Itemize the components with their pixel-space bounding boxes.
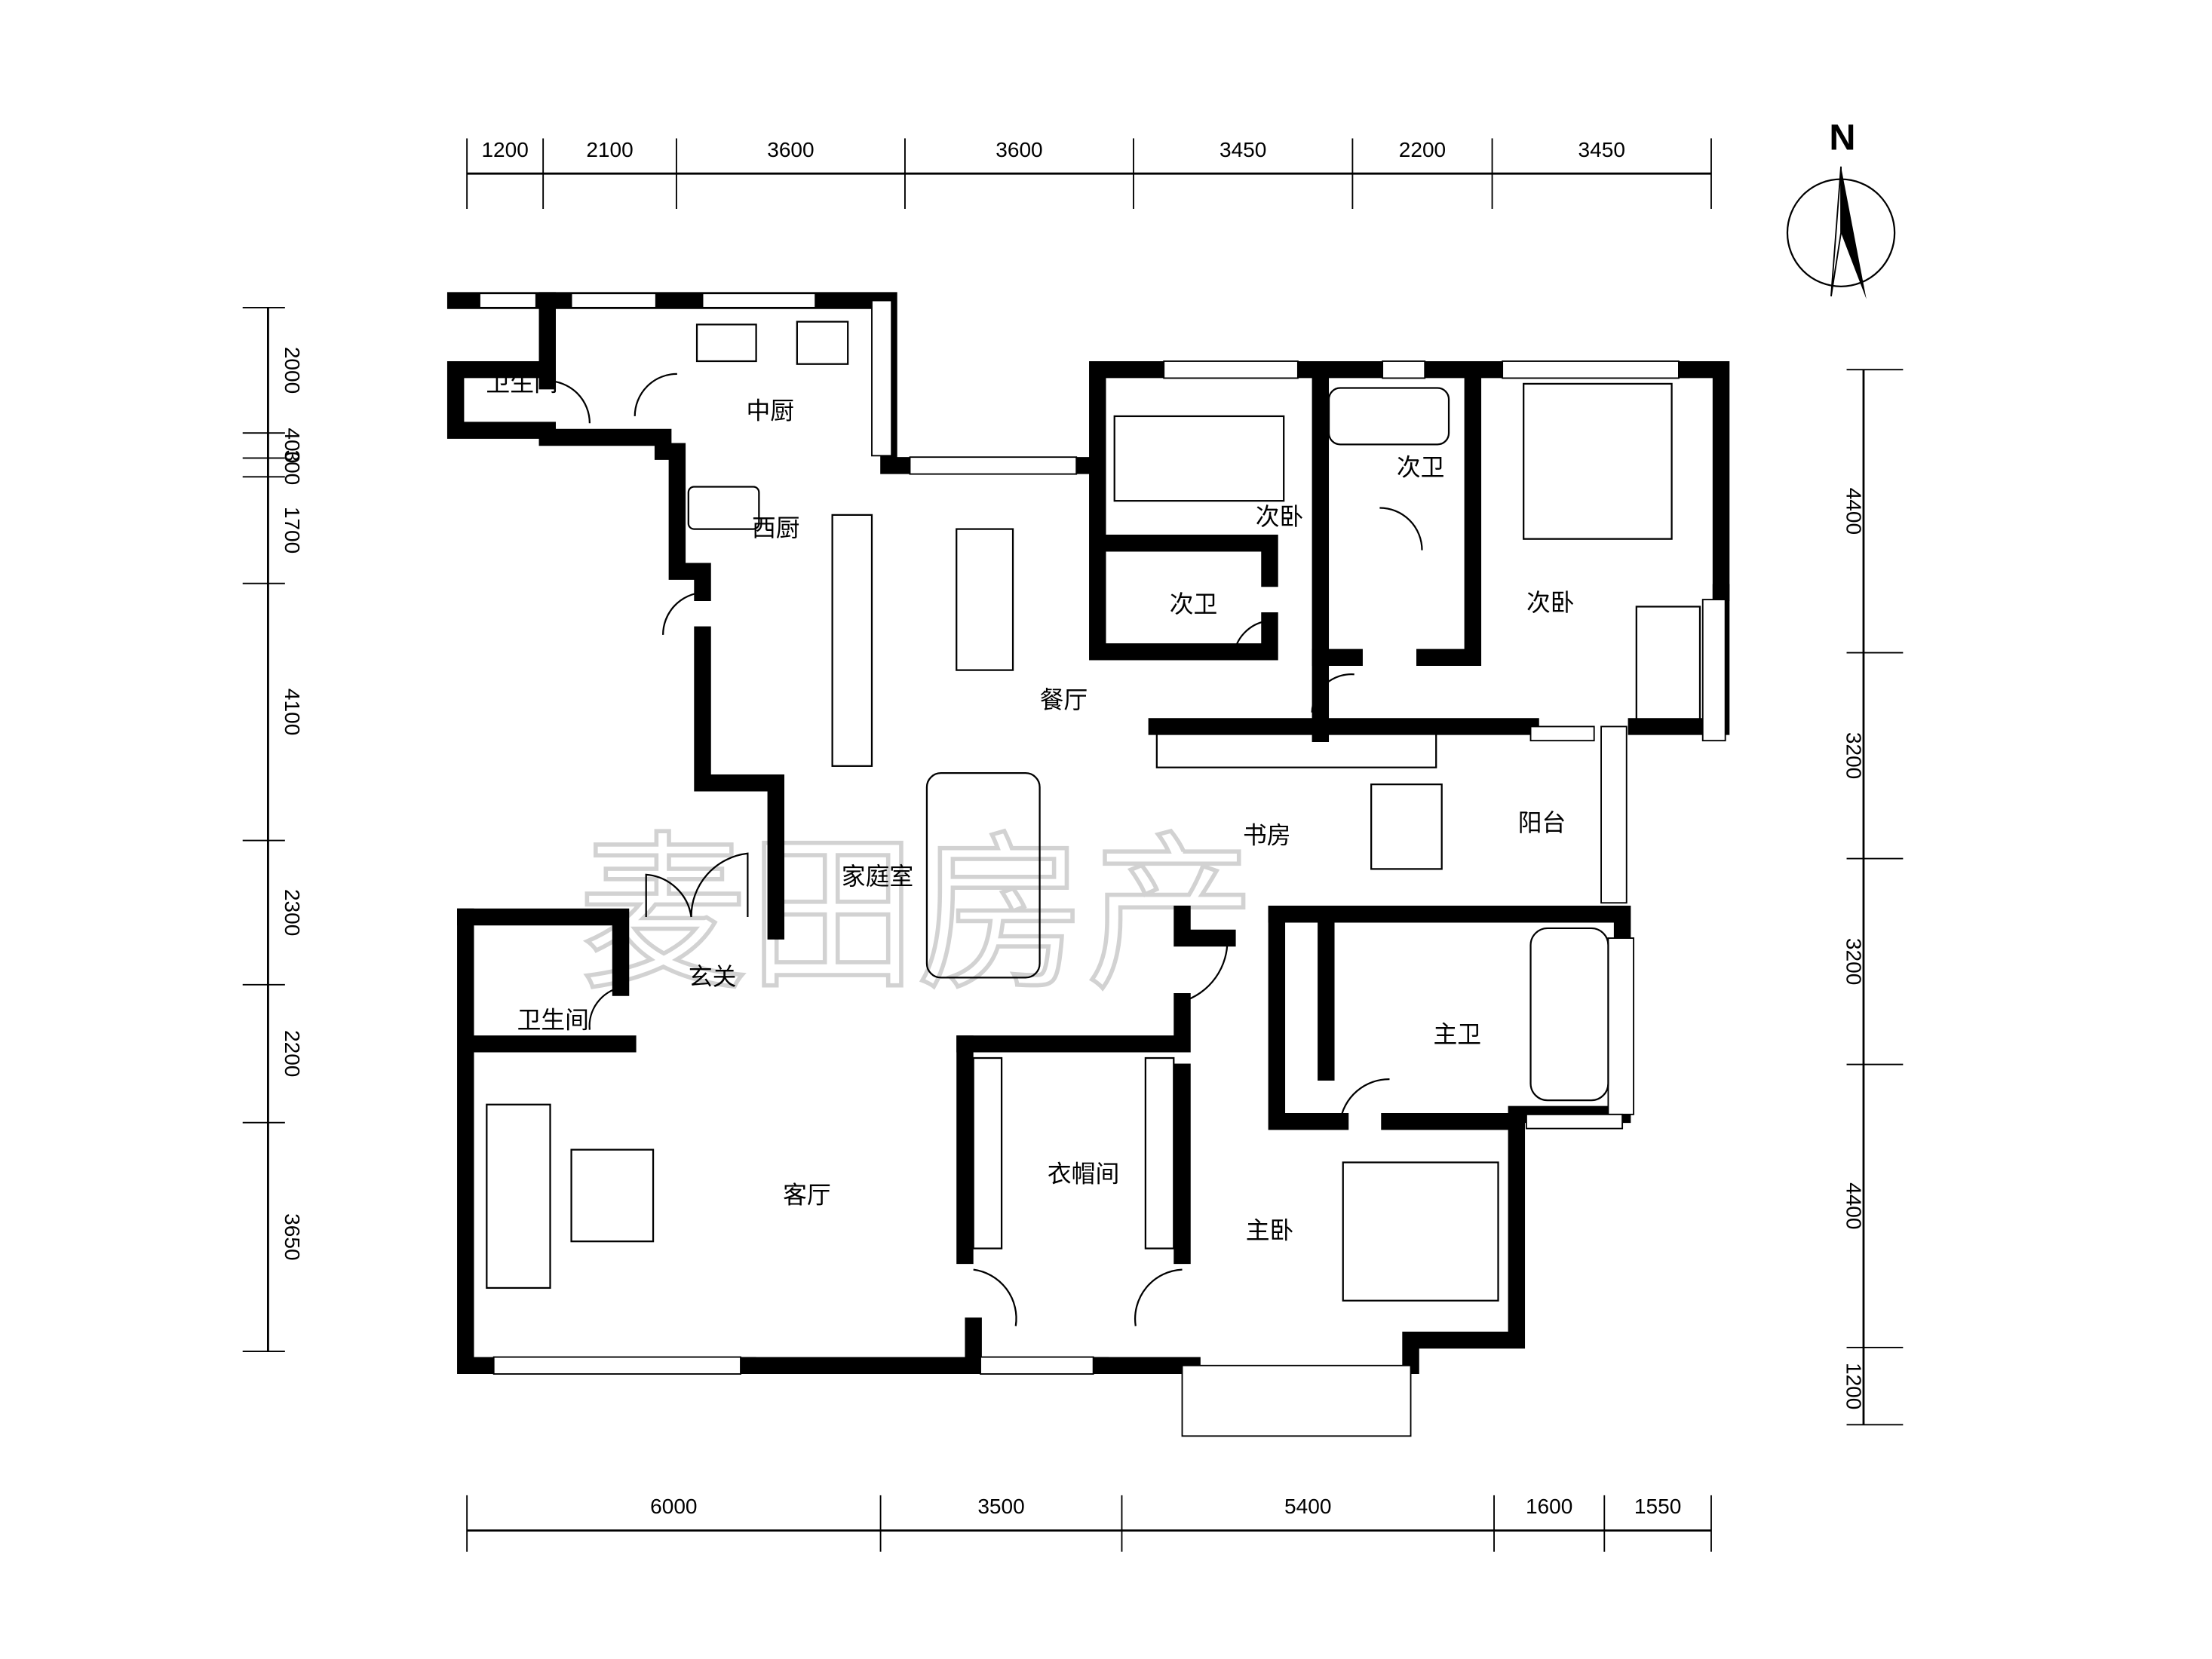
room-label-dining: 餐厅 — [1040, 686, 1088, 714]
coffee-table — [570, 1148, 655, 1243]
compass-north-label: N — [1829, 117, 1855, 158]
wardrobe — [1144, 1056, 1175, 1250]
bookshelf — [1155, 732, 1437, 768]
furniture — [486, 320, 1701, 1302]
dimension-label: 3650 — [281, 1213, 304, 1260]
dimension-label: 300 — [281, 449, 304, 485]
dimension-bottom: 6000 3500 5400 1600 1550 — [466, 1495, 1712, 1552]
room-label-western-kitchen: 西厨 — [752, 514, 800, 542]
room-label-study: 书房 — [1243, 822, 1291, 850]
dimension-label: 3600 — [996, 138, 1042, 161]
dimension-label: 6000 — [650, 1495, 697, 1518]
room-label-cloakroom: 衣帽间 — [1048, 1161, 1119, 1188]
dimension-label: 2200 — [1399, 138, 1446, 161]
sofa — [486, 1103, 551, 1289]
windows — [479, 293, 1726, 1437]
dimension-label: 4400 — [1842, 1182, 1866, 1229]
room-label-living: 客厅 — [783, 1182, 831, 1210]
desk — [1370, 784, 1443, 870]
dimension-label: 4400 — [1842, 488, 1866, 535]
room-label-bath-a: 次卫 — [1170, 590, 1218, 618]
dimension-label: 400 — [281, 428, 304, 463]
bed — [1113, 415, 1285, 502]
room-label-wc-bottom: 卫生间 — [517, 1007, 589, 1035]
dimension-label: 3450 — [1220, 138, 1266, 161]
dimension-label: 1700 — [281, 507, 304, 554]
bathtub — [1327, 387, 1450, 446]
bed — [1523, 382, 1673, 540]
room-label-family-room: 家庭室 — [842, 863, 913, 891]
dimension-label: 1200 — [481, 138, 528, 161]
room-label-bath-b: 次卫 — [1397, 453, 1445, 481]
dimension-label: 2000 — [281, 347, 304, 394]
dimension-label: 3500 — [977, 1495, 1024, 1518]
kitchen-island — [831, 514, 873, 767]
room-label-wc-top: 卫生间 — [486, 369, 557, 397]
dimension-label: 3450 — [1578, 138, 1625, 161]
dimension-right: 4400 3200 3200 4400 1200 — [1842, 369, 1904, 1426]
room-labels: 卫生间 中厨 西厨 餐厅 家庭室 玄关 卫生间 客厅 衣帽间 主卧 主卫 书房 … — [486, 369, 1574, 1244]
dimension-label: 1550 — [1634, 1495, 1681, 1518]
watermark: 麦田房产 — [578, 817, 1256, 1013]
dimension-label: 2100 — [586, 138, 633, 161]
dimension-label: 4100 — [281, 688, 304, 735]
room-label-chinese-kitchen: 中厨 — [747, 397, 795, 425]
room-label-balcony: 阳台 — [1518, 809, 1566, 837]
room-label-bedroom-a: 次卧 — [1256, 503, 1304, 531]
billiard-table — [925, 772, 1041, 979]
bathtub — [1529, 927, 1609, 1102]
dimension-label: 5400 — [1284, 1495, 1331, 1518]
dimension-label: 3200 — [1842, 732, 1866, 779]
dimension-top: 1200 2100 3600 3600 3450 2200 3450 — [466, 138, 1712, 209]
room-label-bedroom-b: 次卧 — [1526, 589, 1575, 617]
north-compass-icon: N — [1786, 117, 1896, 299]
doors — [547, 373, 1423, 1326]
bed — [1342, 1161, 1499, 1302]
room-label-master-bedroom: 主卧 — [1246, 1216, 1294, 1244]
dimension-label: 1600 — [1526, 1495, 1572, 1518]
dimension-label: 3200 — [1842, 938, 1866, 985]
dining-table — [956, 528, 1014, 671]
room-label-foyer: 玄关 — [689, 963, 737, 991]
room-label-master-bath: 主卫 — [1433, 1020, 1481, 1048]
dimension-label: 2300 — [281, 889, 304, 936]
dimension-label: 3600 — [767, 138, 814, 161]
desk — [1635, 606, 1701, 721]
wardrobe — [972, 1056, 1003, 1250]
dimension-label: 1200 — [1842, 1363, 1866, 1409]
dimension-label: 2200 — [281, 1030, 304, 1077]
